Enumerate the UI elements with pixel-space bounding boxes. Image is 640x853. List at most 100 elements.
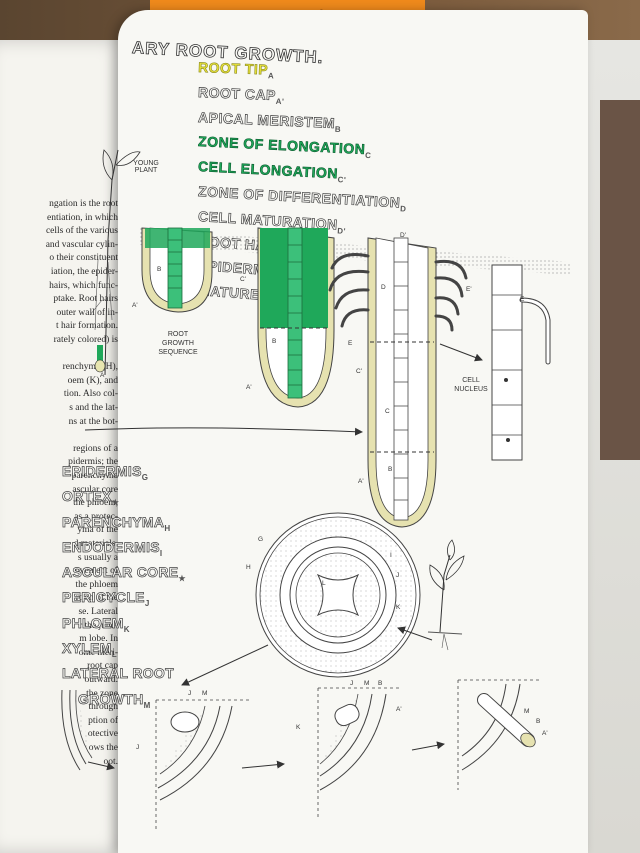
label-j-lateral-2: J [136, 744, 140, 751]
label-root-growth-sequence: ROOT GROWTH SEQUENCE [158, 331, 198, 356]
left-page-line: iation, the epider- [50, 267, 118, 277]
tissue-list-item: EPIDERMISG [62, 462, 186, 487]
label-b-1: B [157, 266, 162, 273]
lateral-growth-arrow [181, 644, 269, 686]
left-page-line: rately colored) is [53, 335, 118, 345]
label-e-2: E [520, 296, 525, 303]
label-l: L [322, 580, 326, 587]
label-a-prime-lateral: A' [396, 706, 402, 713]
label-i: I [390, 552, 392, 559]
tissue-list-item: PHLOEMK [62, 614, 186, 639]
left-page-line: ows the [88, 743, 118, 753]
left-page-line: ome meri- [78, 647, 118, 658]
small-plant-illustration [427, 539, 465, 651]
label-a-prime-lateral-2: A' [542, 730, 548, 737]
label-c-prime-2: C' [356, 368, 362, 375]
left-page-line: ns at the bot- [68, 416, 118, 427]
left-page-line: ovement of [74, 566, 118, 577]
tissue-list-item: XYLEML [62, 639, 186, 664]
left-page-line: yma of the [77, 525, 118, 536]
tissue-item-text: PHLOEM [62, 614, 124, 631]
tissue-item-letter: J [144, 599, 150, 609]
left-page-line: the phloem [75, 579, 118, 590]
tissue-item-text: ASCULAR CORE [62, 564, 179, 581]
label-j: J [396, 572, 400, 579]
tissue-list-item: ORTEX★ [62, 487, 186, 512]
left-page-line: as a protec- [74, 511, 118, 522]
left-page-line: tion. Also col- [63, 389, 118, 400]
tissue-item-letter: L [111, 649, 117, 659]
left-page-line: ascular core [72, 484, 118, 495]
label-d-prime: D' [400, 232, 406, 239]
left-page-line: renchyma (H), [62, 362, 118, 373]
label-a: A [100, 372, 105, 379]
sequence-arrow [84, 427, 363, 436]
tissue-item-text: GROWTH [78, 690, 144, 707]
left-page-line: oem (K), and [67, 375, 118, 386]
label-m-lateral: M [202, 690, 208, 697]
label-young-plant: YOUNG PLANT [133, 160, 159, 174]
step-arrow-3 [411, 741, 445, 751]
left-page-line: t hair formation. [56, 321, 118, 332]
left-page-line: ptake. Root hairs [53, 294, 118, 305]
label-e-prime: E' [466, 286, 472, 293]
left-page-line: root cap [87, 661, 118, 672]
label-c: C [385, 408, 390, 415]
left-page-line: the phloem, [73, 498, 118, 509]
tissue-item-letter: ★ [111, 498, 120, 508]
label-b-lateral-2: B [536, 718, 541, 725]
label-c-prime-1: C' [240, 276, 246, 283]
tissue-item-letter: G [141, 472, 149, 482]
label-e-1: E [348, 340, 353, 347]
tissue-item-text: ENDODERMIS [62, 538, 160, 556]
left-page-line: the zone [86, 688, 118, 699]
left-page-line: ngation is the root [49, 199, 118, 209]
tissue-list-item: LATERAL ROOT [62, 664, 186, 689]
left-page-line: through [88, 702, 118, 713]
label-m-lateral-2: M [364, 680, 370, 687]
tissue-item-text: ORTEX [62, 488, 112, 505]
step-arrow-2 [241, 760, 285, 769]
tissue-item-text: LATERAL ROOT [62, 665, 174, 682]
left-page-line: r the junc- [78, 620, 118, 631]
left-page-line: and vascular cylin- [45, 239, 118, 250]
left-page-line: s usually a [77, 552, 118, 563]
tissue-list-item: ASCULAR CORE★ [62, 563, 186, 588]
lateral-root-sequence [61, 679, 540, 830]
cross-section-arrow [397, 626, 433, 641]
root-stage-2 [257, 227, 335, 408]
left-page-line: se. Lateral [78, 607, 118, 617]
tissue-item-letter: K [123, 624, 130, 634]
left-page-line: m lobe. In [79, 634, 118, 645]
label-g: G [258, 536, 264, 543]
label-a-prime-3: A' [358, 478, 364, 485]
left-page-line: s and the lat- [69, 403, 118, 413]
soil-band [140, 228, 570, 275]
tissue-list-item: PERICYCLEJ [62, 588, 186, 613]
tissue-item-letter: H [164, 523, 171, 533]
tissue-item-letter: M [143, 700, 151, 710]
label-k-lateral: K [296, 724, 301, 731]
left-page-line: outward. [84, 675, 118, 685]
left-page-line: oot. [103, 756, 118, 767]
left-page-line: outer wall of in- [56, 307, 118, 318]
detail-arrow [439, 343, 483, 362]
label-m-lateral-3: M [524, 708, 530, 715]
label-b-2: B [272, 338, 277, 345]
left-page-line: cells of the various [45, 226, 118, 237]
label-b-lateral: B [378, 680, 383, 687]
tissue-item-letter: I [159, 548, 163, 558]
root-cross-section [255, 512, 421, 678]
label-d: D [381, 284, 386, 291]
left-page-line: regions of a [73, 443, 118, 454]
tissue-item-letter: ★ [178, 573, 186, 583]
label-h: H [246, 564, 251, 571]
left-page-line: ption of [88, 715, 118, 726]
label-j-lateral: J [188, 690, 192, 697]
tissue-list-item: PARENCHYMAH [62, 513, 186, 538]
tissue-item-text: EPIDERMIS [62, 463, 142, 480]
tissue-list-item: ENDODERMISI [62, 538, 186, 563]
